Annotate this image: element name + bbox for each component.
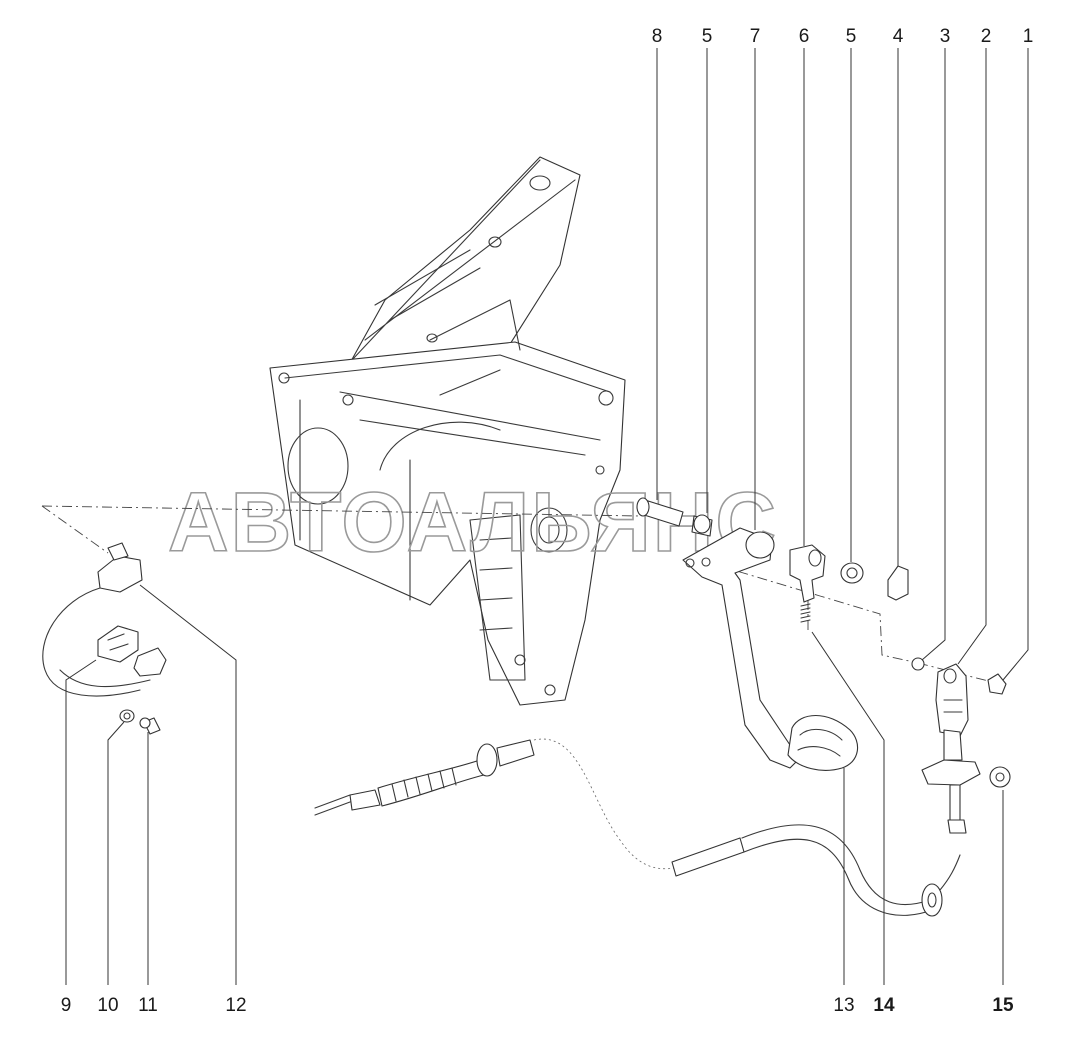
callout-14: 14 xyxy=(873,995,895,1016)
part-15-grommet xyxy=(989,766,1011,788)
callout-9: 9 xyxy=(61,995,72,1016)
callout-5-left: 5 xyxy=(702,26,713,47)
callout-4: 4 xyxy=(893,26,904,47)
callout-leader-lines xyxy=(65,48,1029,985)
watermark-text: АВТОАЛЬЯНС xyxy=(168,475,778,569)
pedal-switch-assembly xyxy=(42,542,167,735)
callout-13: 13 xyxy=(833,995,854,1016)
callout-8: 8 xyxy=(652,26,663,47)
part-4-clip xyxy=(887,565,909,601)
pedal-bracket-frame xyxy=(269,156,626,706)
part-13-pedal-pad xyxy=(787,715,859,771)
part-8-axle-bolt xyxy=(636,497,684,527)
callout-15: 15 xyxy=(992,995,1014,1016)
callout-labels: 1 2 3 4 5 6 7 5 8 9 10 11 12 13 14 15 xyxy=(61,26,1034,1016)
part-6-bracket xyxy=(789,544,826,603)
part-1-clip xyxy=(987,673,1007,695)
part-7-clutch-pedal xyxy=(682,527,801,769)
part-2-adjuster xyxy=(921,663,981,834)
callout-1: 1 xyxy=(1023,26,1034,47)
callout-7: 7 xyxy=(750,26,761,47)
callout-11: 11 xyxy=(138,995,158,1016)
clutch-cable xyxy=(314,738,961,917)
part-5-bushing-left xyxy=(691,514,713,537)
part-3-nut xyxy=(911,657,925,671)
callout-2: 2 xyxy=(981,26,992,47)
part-14-spring xyxy=(800,603,811,623)
callout-5-right: 5 xyxy=(846,26,857,47)
callout-6: 6 xyxy=(799,26,810,47)
callout-12: 12 xyxy=(225,995,246,1016)
callout-10: 10 xyxy=(97,995,118,1016)
part-5-bushing-right xyxy=(840,562,864,584)
callout-3: 3 xyxy=(940,26,951,47)
